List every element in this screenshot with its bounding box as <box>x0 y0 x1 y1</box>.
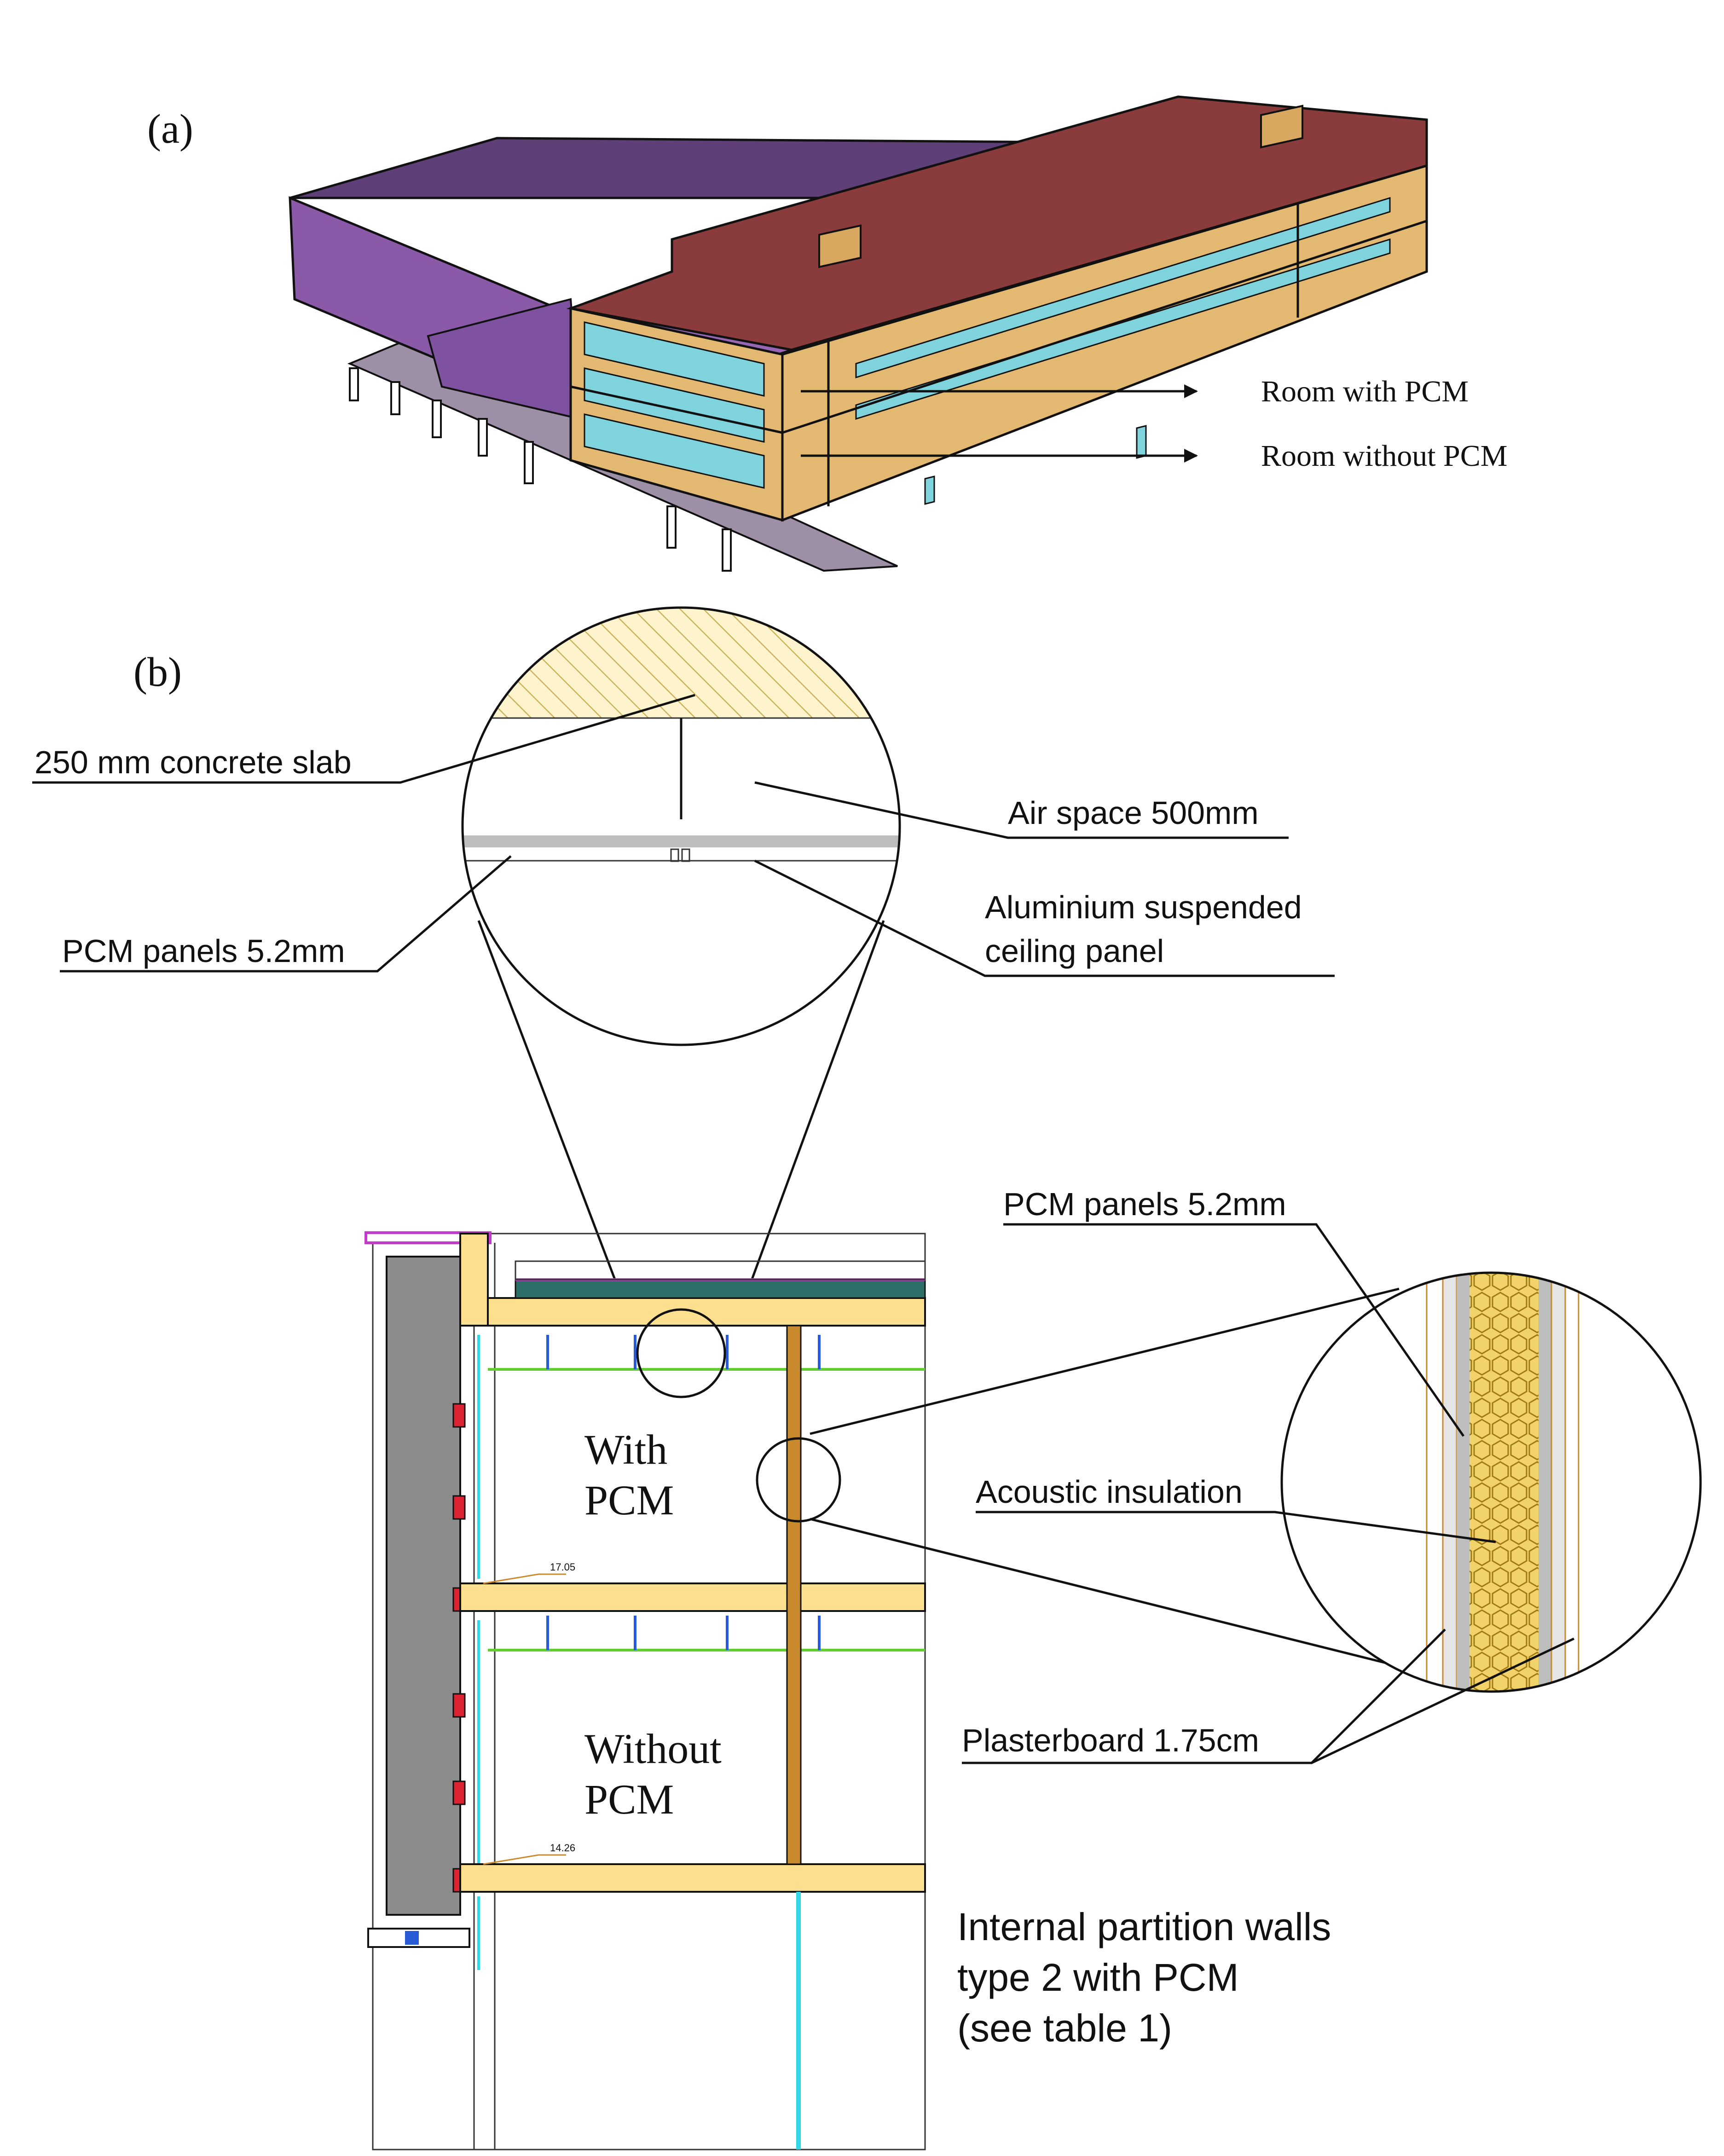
room-with-line2: PCM <box>584 1477 674 1524</box>
pcm-panel-left <box>1457 1273 1469 1692</box>
partition-note: Internal partition walls type 2 with PCM… <box>957 1905 1331 2050</box>
room-without-line1: Without <box>584 1725 722 1772</box>
roof-box-right <box>1260 104 1303 149</box>
label-pcm-panels-ceiling-text: PCM panels 5.2mm <box>62 933 345 969</box>
label-air-space-text: Air space 500mm <box>1008 795 1259 831</box>
external-wall <box>386 1256 461 1916</box>
label-aluminium-line1: Aluminium suspended <box>985 889 1302 925</box>
facade-dividers <box>570 203 1427 520</box>
label-concrete-slab-text: 250 mm concrete slab <box>35 744 352 780</box>
roof-box <box>818 224 862 268</box>
panel-b: (b) 250 mm concrete slab Air space 500mm <box>32 606 1702 2150</box>
note-line2: type 2 with PCM <box>957 1956 1239 1999</box>
label-pcm-panels-wall-text: PCM panels 5.2mm <box>1003 1186 1286 1222</box>
pcm-panel-right <box>1539 1273 1551 1692</box>
walkway-supports <box>349 367 732 572</box>
ceiling-detail-circle <box>461 606 901 1046</box>
label-pcm-panels-ceiling: PCM panels 5.2mm <box>60 855 512 973</box>
label-acoustic-insulation: Acoustic insulation <box>976 1474 1496 1543</box>
level-upper: 17.05 <box>550 1561 575 1573</box>
label-plasterboard: Plasterboard 1.75cm <box>962 1629 1575 1764</box>
label-pcm-panels-wall: PCM panels 5.2mm <box>1003 1186 1465 1437</box>
note-line1: Internal partition walls <box>957 1905 1331 1948</box>
panel-a: (a) <box>147 95 1507 572</box>
note-line3: (see table 1) <box>957 2006 1172 2050</box>
floor-slab-lower <box>459 1863 926 1893</box>
pcm-panel-strip <box>463 835 900 847</box>
wall-detail-circle <box>1280 1271 1702 1693</box>
level-lower: 14.26 <box>550 1842 575 1854</box>
building-3d-model <box>289 95 1428 572</box>
label-air-space: Air space 500mm <box>754 781 1289 839</box>
panel-a-label: (a) <box>147 106 193 152</box>
label-plasterboard-text: Plasterboard 1.75cm <box>962 1722 1259 1758</box>
label-aluminium-panel: Aluminium suspended ceiling panel <box>754 859 1335 977</box>
glazing <box>584 197 1391 505</box>
label-aluminium-line2: ceiling panel <box>985 933 1164 969</box>
room-with-line1: With <box>584 1426 667 1473</box>
window-frames <box>452 1403 466 1893</box>
callout-room-with-pcm-label: Room with PCM <box>1261 375 1469 408</box>
partition-wall <box>786 1325 802 1865</box>
floor-slab-upper <box>459 1582 926 1612</box>
building-section: With PCM Without PCM 17.05 14.26 <box>364 1231 926 2150</box>
plasterboard-right <box>1550 1273 1566 1692</box>
room-without-line2: PCM <box>584 1776 674 1823</box>
label-acoustic-insulation-text: Acoustic insulation <box>976 1474 1243 1510</box>
callout-room-without-pcm: Room without PCM <box>801 439 1507 473</box>
panel-b-label: (b) <box>133 649 182 695</box>
callout-room-with-pcm: Room with PCM <box>801 375 1469 408</box>
label-concrete-slab: 250 mm concrete slab <box>32 694 695 784</box>
callout-room-without-pcm-label: Room without PCM <box>1261 439 1507 473</box>
